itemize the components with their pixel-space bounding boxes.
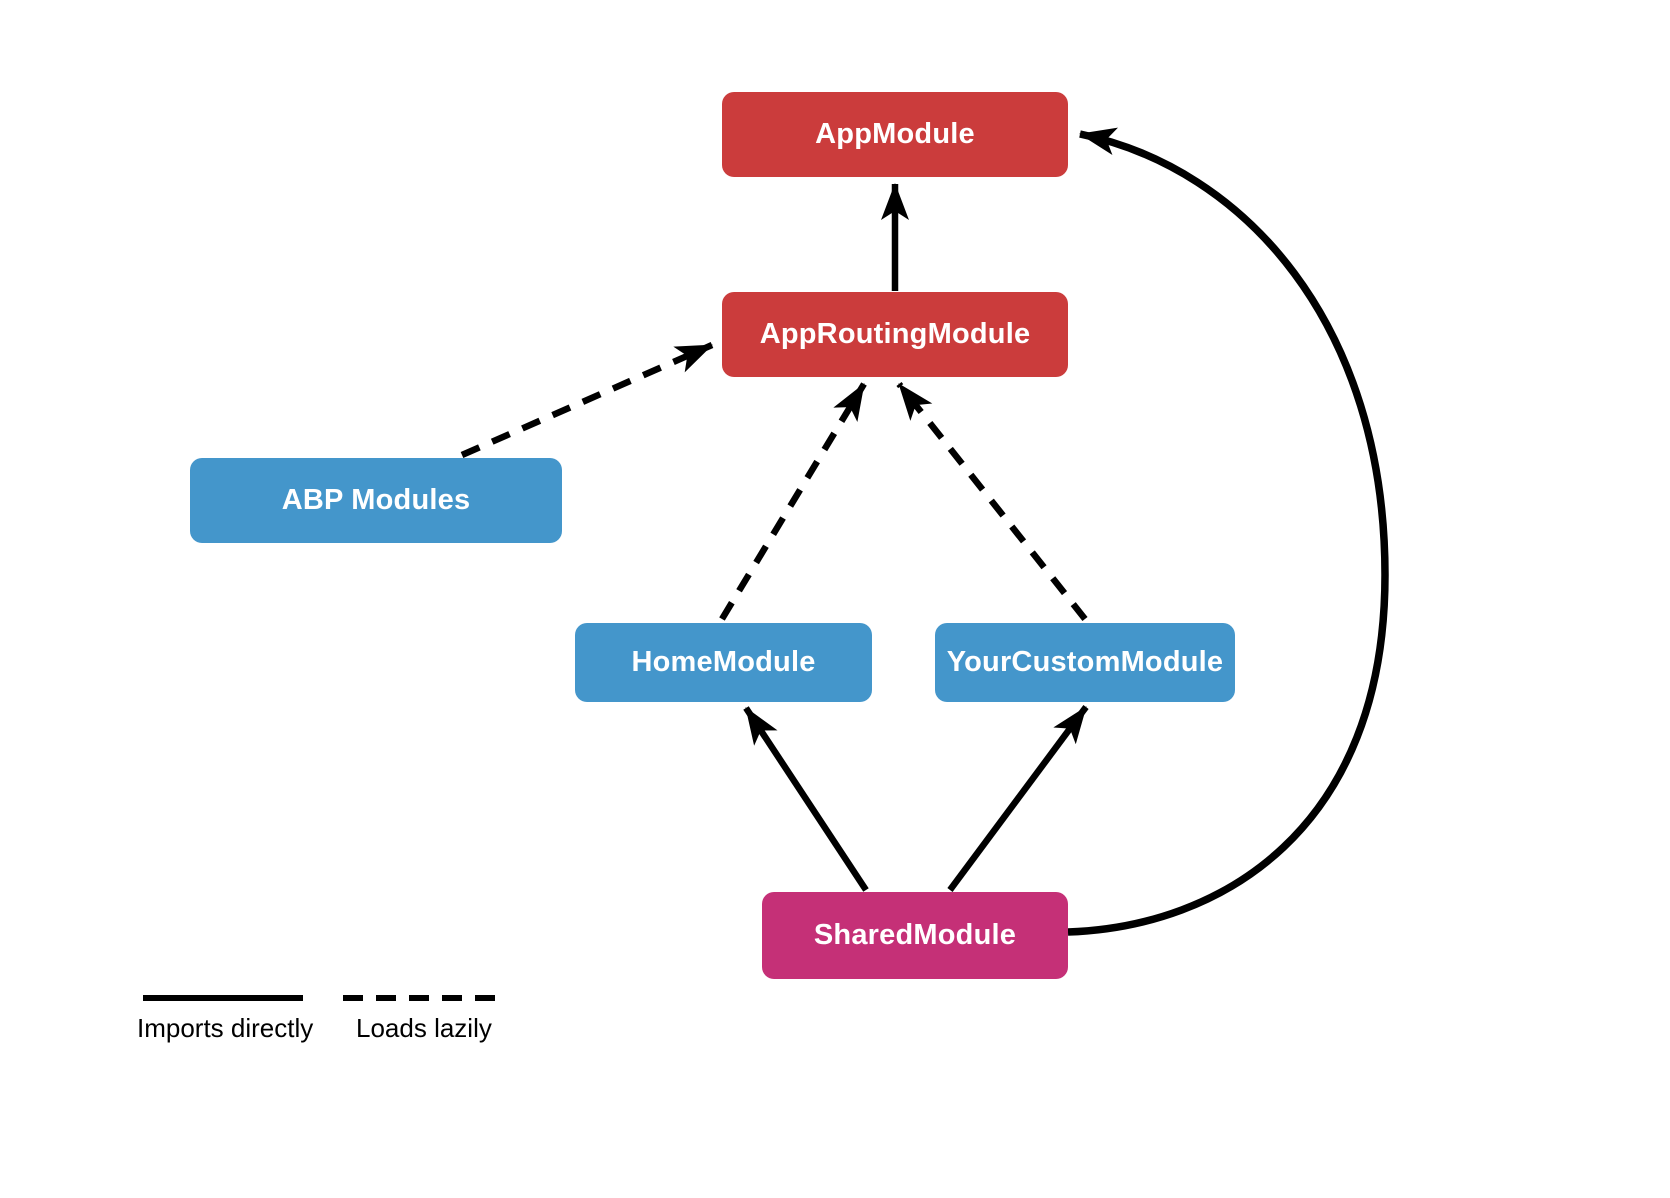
edge-shared-to-home (743, 706, 869, 892)
node-abp-modules: ABP Modules (190, 458, 562, 543)
node-app-routing-module: AppRoutingModule (722, 292, 1068, 377)
legend-imports-directly-label: Imports directly (137, 1013, 314, 1043)
legend-loads-lazily-label: Loads lazily (356, 1013, 492, 1043)
edge-custom-to-approuting (896, 381, 1088, 622)
edge-abp-to-approuting (460, 342, 714, 458)
edge-shared-to-custom (947, 705, 1089, 892)
node-home-module: HomeModule (575, 623, 872, 702)
node-shared-module: SharedModule (762, 892, 1068, 979)
node-your-custom-module: YourCustomModule (935, 623, 1235, 702)
node-app-module: AppModule (722, 92, 1068, 177)
edge-home-to-approuting (719, 382, 867, 621)
edge-shared-to-appmodule-curve (1067, 127, 1389, 936)
